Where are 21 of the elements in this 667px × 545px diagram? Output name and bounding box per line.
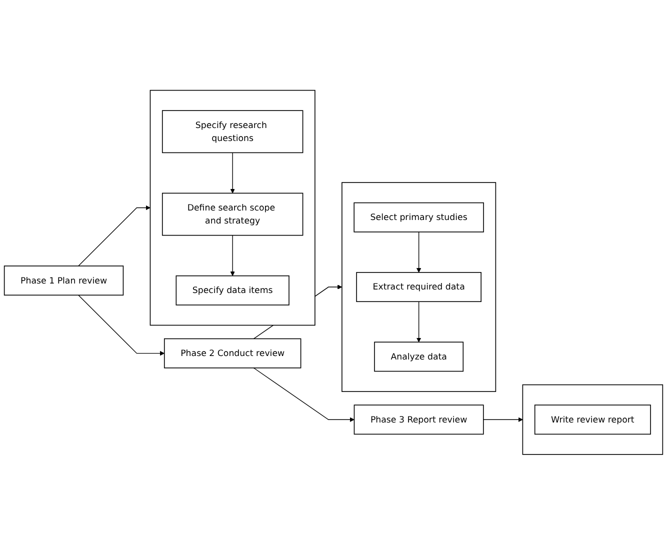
node-box: Phase 2 Conduct review bbox=[164, 338, 302, 368]
node-box: Write review report bbox=[534, 404, 651, 435]
cluster bbox=[522, 384, 664, 455]
node-box: Analyze data bbox=[374, 342, 464, 372]
arrow bbox=[416, 301, 422, 342]
arrow bbox=[416, 232, 422, 273]
arrow bbox=[230, 235, 235, 276]
cluster bbox=[150, 90, 316, 326]
arrow bbox=[78, 206, 150, 266]
node-box: Extract required data bbox=[356, 272, 482, 302]
arrow bbox=[253, 368, 354, 422]
arrow bbox=[230, 152, 235, 194]
node-box: Specify data items bbox=[176, 276, 290, 306]
arrow bbox=[78, 294, 165, 356]
node-box: Define search scope and strategy bbox=[162, 192, 304, 236]
cluster bbox=[342, 182, 496, 392]
node-box: Phase 1 Plan review bbox=[4, 266, 124, 296]
node-box: Phase 3 Report review bbox=[354, 404, 484, 435]
arrow bbox=[483, 417, 523, 422]
node-box: Select primary studies bbox=[354, 202, 484, 232]
node-box: Specify research questions bbox=[162, 110, 304, 154]
